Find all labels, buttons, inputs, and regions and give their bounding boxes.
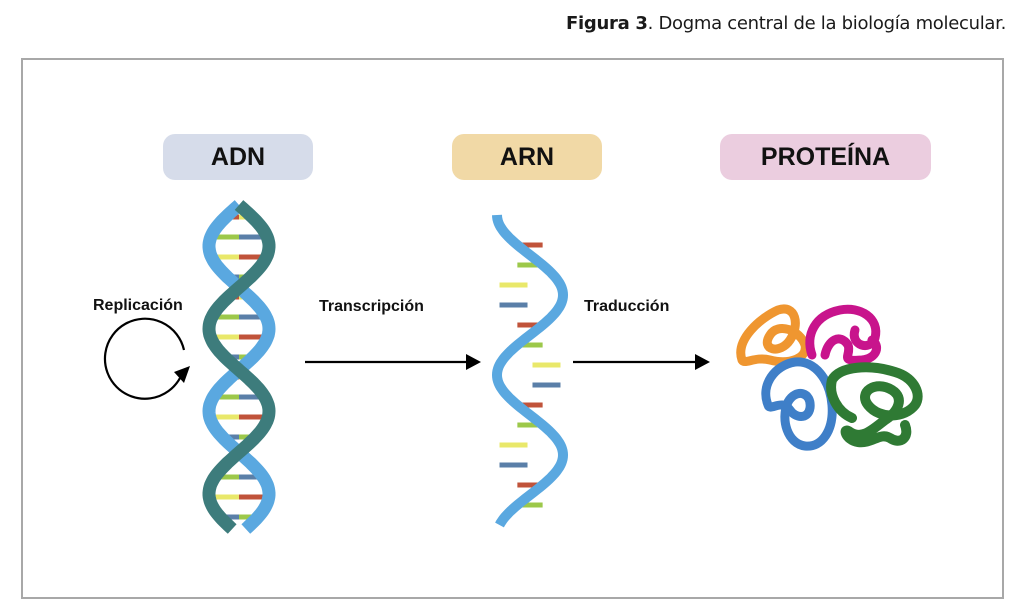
protein-orange-subunit bbox=[736, 304, 810, 367]
transcription-arrow-icon bbox=[305, 354, 481, 370]
transcription-label: Transcripción bbox=[319, 298, 424, 315]
protein-label-pill: PROTEÍNA bbox=[720, 134, 931, 180]
rna-label-pill: ARN bbox=[452, 134, 602, 180]
protein-blue-subunit bbox=[761, 357, 837, 451]
dna-strand-dark bbox=[202, 200, 276, 534]
figure-title: . Dogma central de la biología molecular… bbox=[647, 13, 1007, 34]
figure-caption: Figura 3. Dogma central de la biología m… bbox=[566, 13, 1006, 34]
protein-magenta-subunit bbox=[805, 304, 882, 365]
protein-label: PROTEÍNA bbox=[760, 142, 891, 171]
replication-label: Replicación bbox=[93, 297, 183, 314]
translation-arrow-icon bbox=[573, 354, 710, 370]
protein-green-subunit bbox=[826, 362, 923, 448]
figure-number: Figura 3 bbox=[566, 13, 648, 34]
dna-double-helix-icon bbox=[202, 200, 276, 534]
translation-label: Traducción bbox=[584, 298, 670, 315]
rna-label: ARN bbox=[499, 142, 555, 171]
replication-cycle-icon bbox=[103, 317, 190, 400]
rna-strand-icon bbox=[491, 214, 569, 528]
dna-label-pill: ADN bbox=[163, 134, 313, 180]
protein-structure-icon bbox=[736, 304, 923, 451]
dna-label: ADN bbox=[210, 142, 266, 171]
rna-backbone bbox=[491, 214, 569, 528]
